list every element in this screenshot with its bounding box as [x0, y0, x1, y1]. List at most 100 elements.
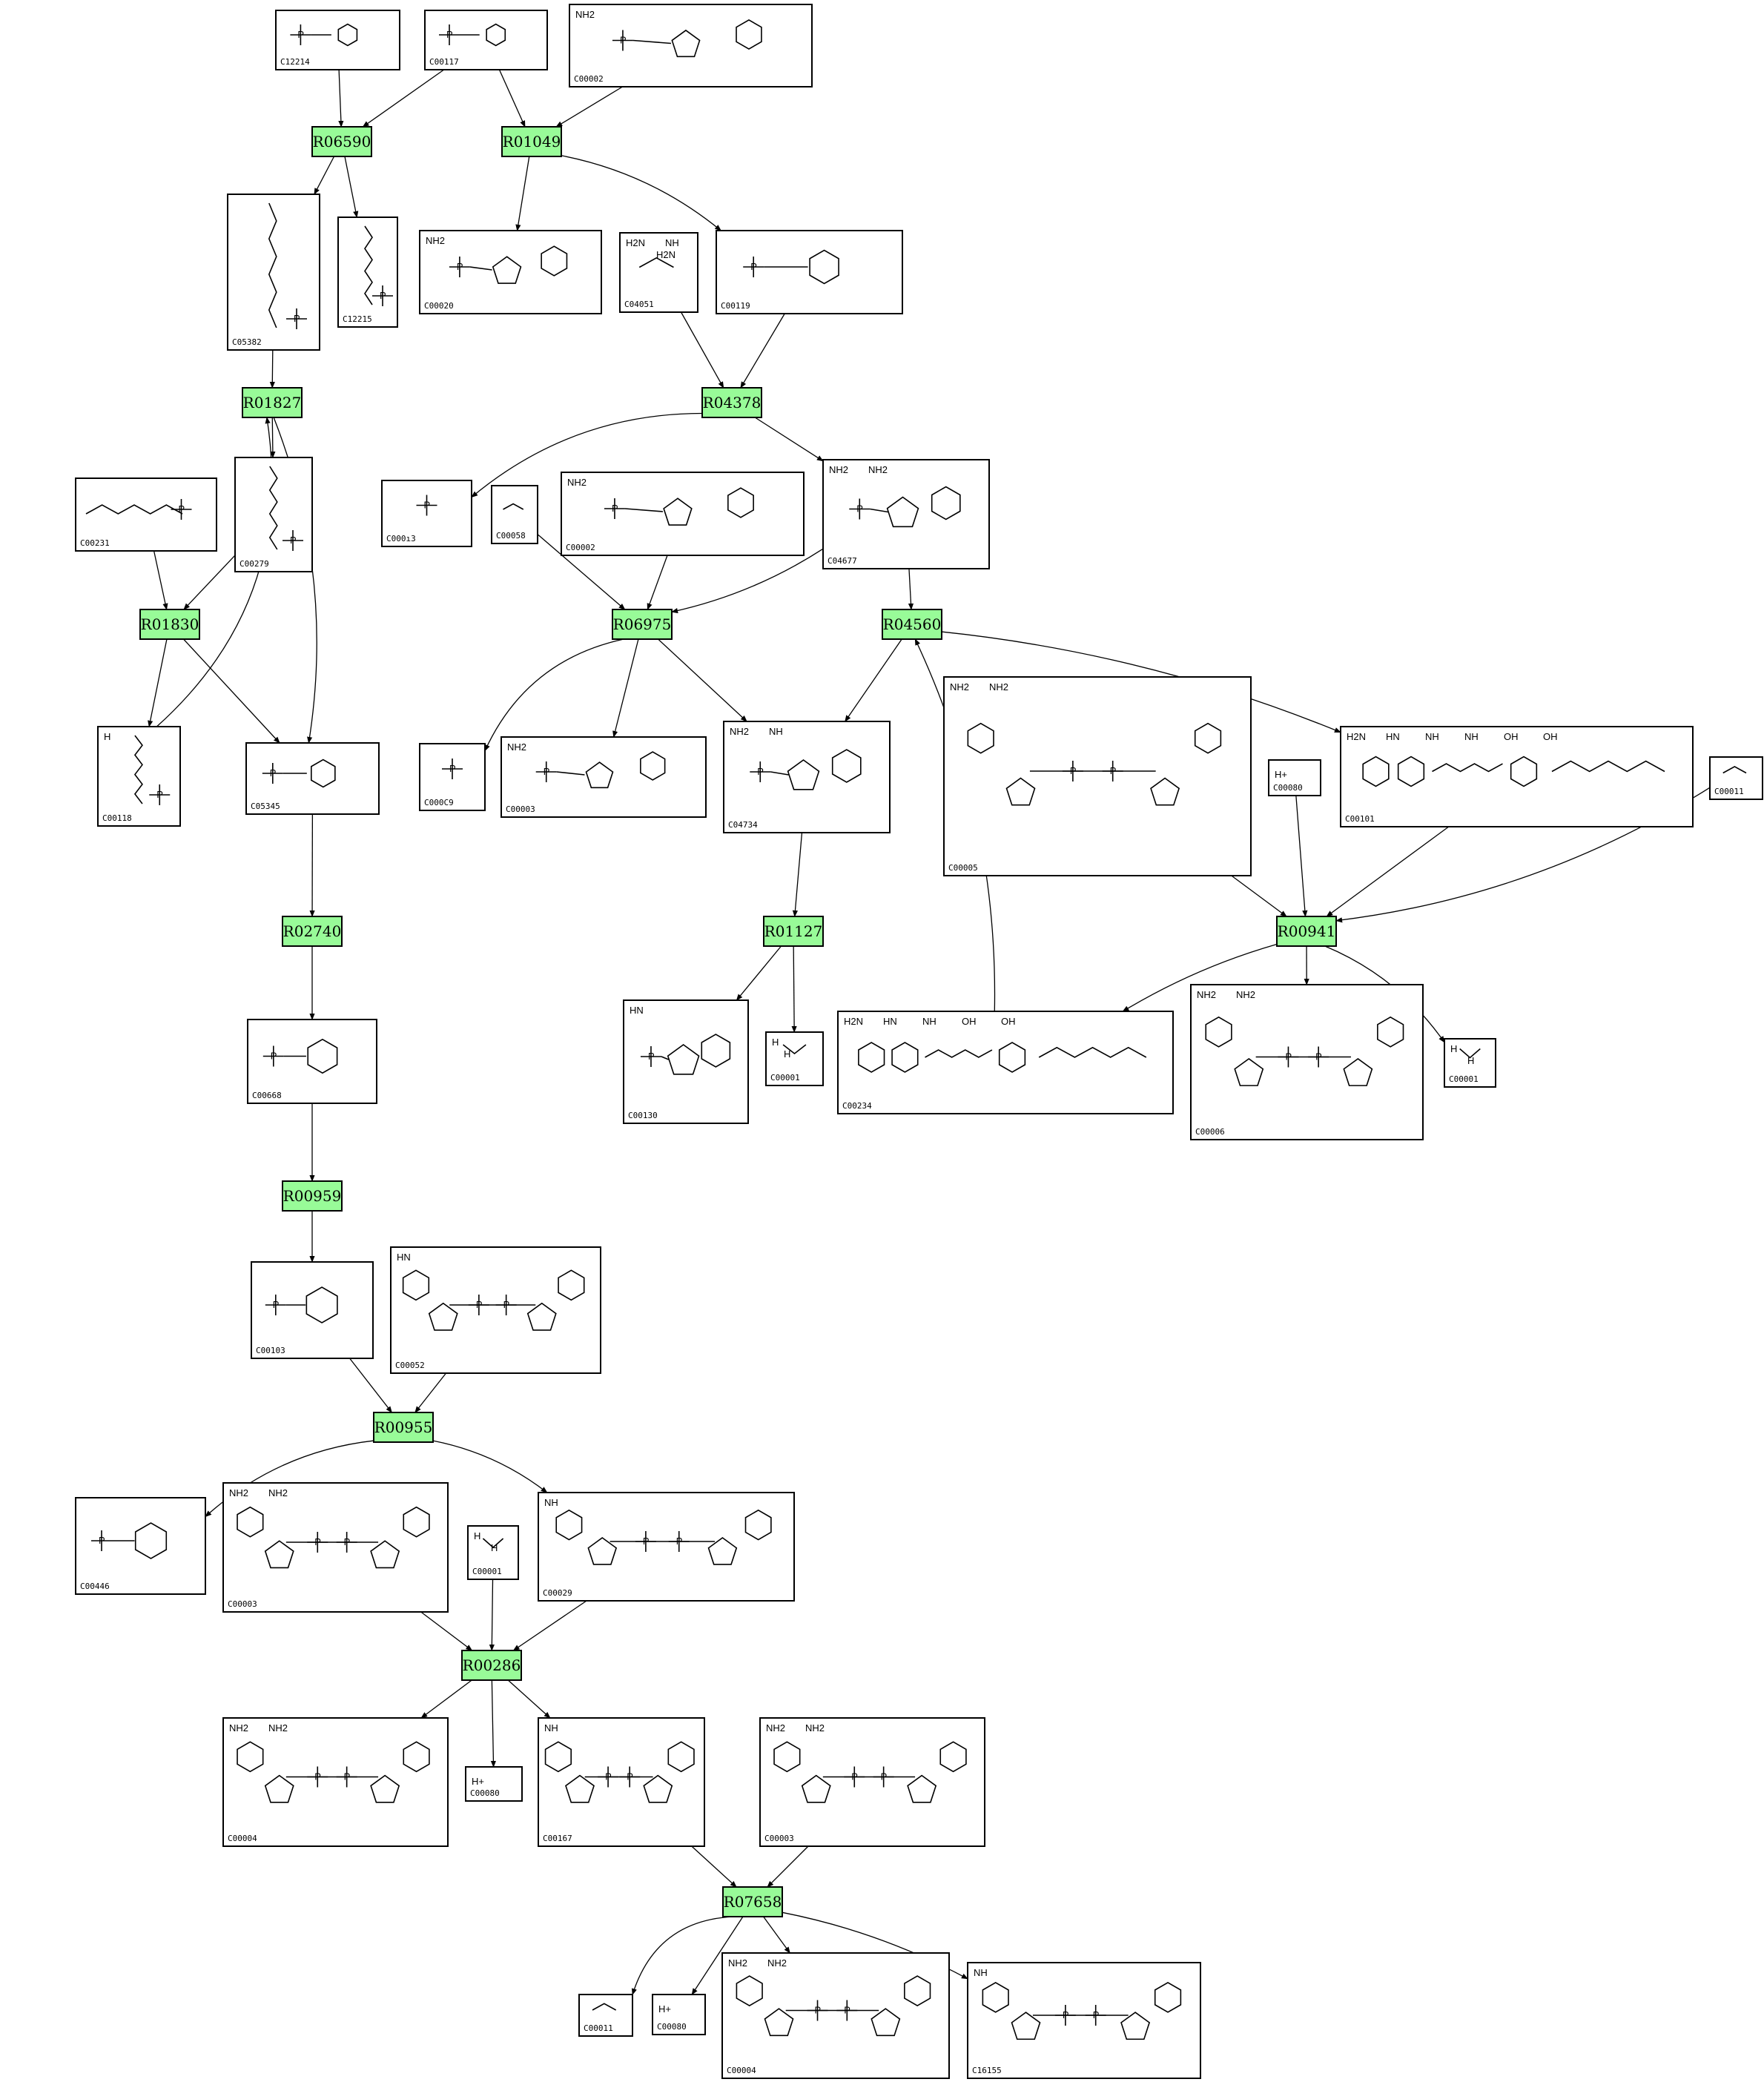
reaction-box[interactable] — [882, 609, 942, 640]
compound-box[interactable] — [1709, 756, 1763, 800]
compound-box[interactable] — [501, 736, 707, 818]
compound-box[interactable] — [569, 4, 813, 87]
compound-box[interactable] — [578, 1994, 633, 2037]
compound-box[interactable] — [1190, 984, 1424, 1140]
reaction-R00286[interactable]: R00286 — [461, 1650, 522, 1681]
compound-box[interactable] — [619, 232, 698, 313]
reaction-box[interactable] — [1276, 916, 1337, 947]
compound-box[interactable] — [222, 1482, 449, 1613]
reaction-R01827[interactable]: R01827 — [242, 387, 303, 418]
compound-C00080b[interactable]: H+C00080 — [465, 1766, 523, 1802]
reaction-R01049[interactable]: R01049 — [501, 126, 562, 157]
reaction-R04560[interactable]: R04560 — [882, 609, 942, 640]
compound-C00080c[interactable]: H+C00080 — [652, 1994, 706, 2035]
compound-box[interactable] — [467, 1525, 519, 1580]
compound-box[interactable] — [723, 721, 891, 833]
reaction-box[interactable] — [242, 387, 303, 418]
compound-box[interactable] — [97, 726, 181, 827]
compound-box[interactable] — [538, 1492, 795, 1602]
reaction-box[interactable] — [282, 916, 343, 947]
compound-box[interactable] — [227, 194, 320, 351]
compound-box[interactable] — [943, 676, 1252, 876]
compound-C00011a[interactable]: C00011 — [1709, 756, 1763, 800]
compound-C00058[interactable]: C00058 — [491, 485, 538, 544]
compound-box[interactable] — [247, 1019, 377, 1104]
compound-box[interactable] — [538, 1717, 705, 1847]
reaction-box[interactable] — [139, 609, 200, 640]
reaction-R00959[interactable]: R00959 — [282, 1180, 343, 1212]
reaction-R07658[interactable]: R07658 — [722, 1886, 783, 1917]
reaction-R06590[interactable]: R06590 — [311, 126, 372, 157]
compound-box[interactable] — [837, 1011, 1174, 1114]
reaction-R02740[interactable]: R02740 — [282, 916, 343, 947]
compound-box[interactable] — [222, 1717, 449, 1847]
reaction-R06975[interactable]: R06975 — [612, 609, 673, 640]
compound-box[interactable] — [765, 1031, 824, 1086]
compound-box[interactable] — [822, 459, 990, 569]
compound-box[interactable] — [561, 472, 805, 556]
reaction-R00941[interactable]: R00941 — [1276, 916, 1337, 947]
compound-box[interactable] — [759, 1717, 985, 1847]
reaction-box[interactable] — [501, 126, 562, 157]
reaction-box[interactable] — [722, 1886, 783, 1917]
compound-box[interactable] — [721, 1952, 950, 2079]
compound-box[interactable] — [419, 230, 602, 314]
compound-box[interactable] — [337, 217, 398, 328]
compound-box[interactable] — [251, 1261, 374, 1359]
reaction-box[interactable] — [701, 387, 762, 418]
reaction-box[interactable] — [461, 1650, 522, 1681]
reaction-box[interactable] — [763, 916, 824, 947]
reaction-box[interactable] — [311, 126, 372, 157]
compound-box[interactable] — [245, 742, 380, 815]
compound-box[interactable] — [652, 1994, 706, 2035]
reaction-R04378[interactable]: R04378 — [701, 387, 762, 418]
compound-box[interactable] — [234, 457, 313, 572]
compound-box[interactable] — [465, 1766, 523, 1802]
compound-C00080a[interactable]: H+C00080 — [1268, 759, 1321, 796]
reaction-box[interactable] — [373, 1412, 434, 1443]
compound-box[interactable] — [623, 999, 749, 1124]
compound-box[interactable] — [75, 1497, 206, 1595]
compound-box[interactable] — [75, 477, 217, 552]
compound-box[interactable] — [1444, 1038, 1496, 1088]
reaction-box[interactable] — [612, 609, 673, 640]
reaction-R01127[interactable]: R01127 — [763, 916, 824, 947]
compound-box[interactable] — [390, 1246, 601, 1374]
compound-box[interactable] — [1340, 726, 1694, 827]
compound-C00011b[interactable]: C00011 — [578, 1994, 633, 2037]
reaction-R00955[interactable]: R00955 — [373, 1412, 434, 1443]
